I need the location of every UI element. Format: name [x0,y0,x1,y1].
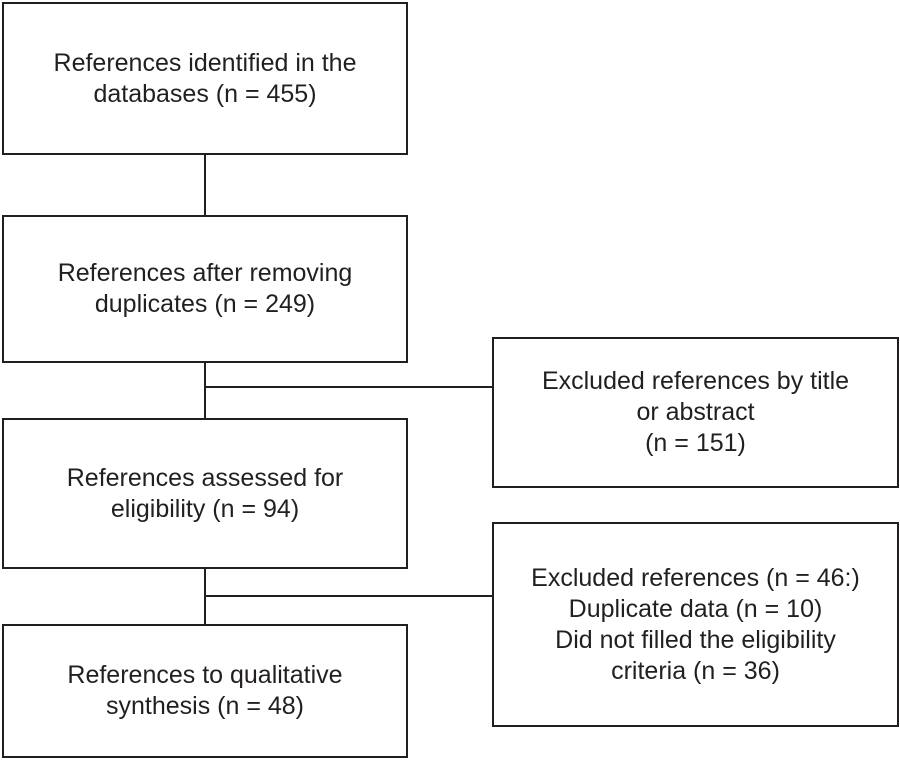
box-excluded-eligibility: Excluded references (n = 46:) Duplicate … [492,522,899,727]
connector-to-excluded-eligibility [205,595,492,597]
box-text-line: References identified in the [53,48,357,77]
box-text-line: Excluded references by title [541,367,850,395]
box-text-line: (n = 151) [645,429,746,457]
connector-to-excluded-title [205,386,492,388]
box-text-line: eligibility (n = 94) [110,494,300,523]
box-text-line: duplicates (n = 249) [94,290,316,318]
box-text-line: References after removing [57,259,353,287]
box-text-line: References assessed for [66,463,344,492]
box-text-line: Did not filled the eligibility [555,625,836,654]
box-references-qualitative: References to qualitative synthesis (n =… [2,624,408,758]
box-references-after-duplicates: References after removing duplicates (n … [2,215,408,363]
box-text-line: synthesis (n = 48) [105,692,304,720]
connector-after-duplicates-to-assessed [204,361,206,418]
box-text-line: References to qualitative [67,661,343,689]
box-excluded-by-title: Excluded references by title or abstract… [492,337,899,488]
box-text-line: databases (n = 455) [93,79,317,108]
box-text-line: Excluded references (n = 46:) [531,563,860,592]
box-text-line: criteria (n = 36) [611,656,780,685]
box-text-line: Duplicate data (n = 10) [568,594,823,623]
connector-identified-to-after-duplicates [204,153,206,215]
box-references-identified: References identified in the databases (… [2,2,408,155]
box-references-assessed: References assessed for eligibility (n =… [2,418,408,569]
box-text-line: or abstract [636,398,755,426]
